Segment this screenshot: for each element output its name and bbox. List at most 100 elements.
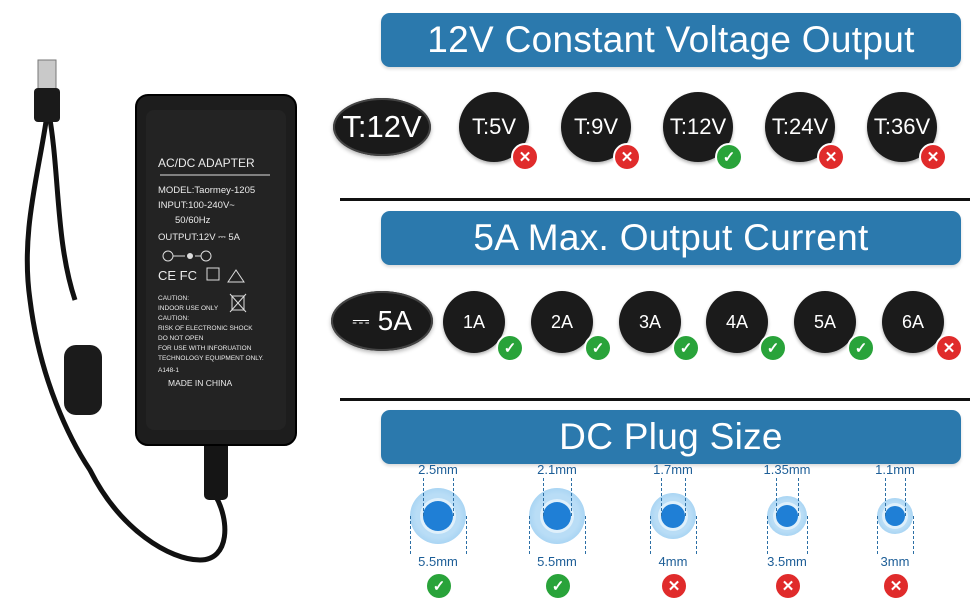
dimension-guide — [423, 478, 424, 516]
dimension-guide — [877, 516, 878, 554]
voltage-option-label: T:24V — [771, 114, 829, 139]
divider-2 — [340, 398, 970, 401]
plug-outer-ring — [877, 498, 913, 534]
dimension-guide — [913, 516, 914, 554]
cert-marks: CE FC — [158, 268, 197, 283]
dimension-guide — [885, 478, 886, 516]
plug-size-option: 2.5mm 5.5mm ✓ — [388, 462, 488, 612]
cross-icon: ✕ — [660, 572, 688, 600]
plug-inner-pin — [776, 505, 798, 527]
current-option-label: 4A — [725, 311, 749, 332]
voltage-option-label: T:5V — [471, 114, 517, 139]
current-banner: 5A Max. Output Current — [381, 211, 961, 265]
plug-outer-diameter: 5.5mm — [418, 554, 458, 569]
voltage-rating-label: T:12V — [342, 109, 422, 144]
cross-icon: ✕ — [919, 143, 947, 171]
plug-outer-ring — [767, 496, 807, 536]
divider-1 — [340, 198, 970, 201]
adapter-label-line: MODEL:Taormey-1205 — [158, 185, 255, 196]
current-option: 5A — [794, 291, 856, 353]
plug-outer-diameter: 3mm — [880, 554, 910, 569]
dimension-guide — [685, 478, 686, 516]
voltage-option-label: T:9V — [573, 114, 619, 139]
adapter-label-line: OUTPUT:12V ⎓ 5A — [158, 232, 241, 243]
current-option-label: 5A — [813, 311, 837, 332]
check-icon: ✓ — [759, 334, 787, 362]
plug-outer-diameter: 4mm — [658, 554, 688, 569]
dimension-guide — [776, 478, 777, 516]
current-option: 4A — [706, 291, 768, 353]
adapter-label-line: A148-1 — [158, 367, 179, 374]
adapter-label-line: 50/60Hz — [175, 215, 211, 226]
check-icon: ✓ — [425, 572, 453, 600]
dc-plug-tip — [37, 59, 57, 93]
plug-inner-pin — [885, 506, 905, 526]
adapter-label-line: CAUTION: — [158, 295, 189, 302]
dimension-guide — [798, 478, 799, 516]
adapter-label-line: RISK OF ELECTRONIC SHOCK — [158, 325, 253, 332]
plug-size-option: 2.1mm 5.5mm ✓ — [507, 462, 607, 612]
current-option-label: 1A — [462, 311, 486, 332]
check-icon: ✓ — [672, 334, 700, 362]
ferrite-core — [64, 345, 102, 415]
adapter-label-line: INPUT:100-240V~ — [158, 200, 235, 211]
dimension-guide — [529, 516, 530, 554]
plug-inner-diameter: 1.7mm — [653, 462, 693, 477]
dimension-guide — [410, 516, 411, 554]
plug-outer-diameter: 3.5mm — [767, 554, 807, 569]
dimension-guide — [767, 516, 768, 554]
plug-outer-ring — [650, 493, 696, 539]
cross-icon: ✕ — [935, 334, 963, 362]
plug-inner-diameter: 1.35mm — [763, 462, 811, 477]
check-icon: ✓ — [847, 334, 875, 362]
dc-symbol-icon: ⎓ — [352, 308, 370, 333]
plug-banner: DC Plug Size — [381, 410, 961, 464]
cross-icon: ✕ — [511, 143, 539, 171]
plug-inner-pin — [423, 501, 453, 531]
dimension-guide — [905, 478, 906, 516]
adapter-label-line: FOR USE WITH INFORUATION — [158, 345, 252, 352]
dimension-guide — [585, 516, 586, 554]
check-icon: ✓ — [496, 334, 524, 362]
dimension-guide — [571, 478, 572, 516]
current-option: 1A — [443, 291, 505, 353]
voltage-option-label: T:36V — [873, 114, 931, 139]
dimension-guide — [650, 516, 651, 554]
dimension-guide — [453, 478, 454, 516]
plug-outer-ring — [410, 488, 466, 544]
current-option: 6A — [882, 291, 944, 353]
adapter-label-line: DO NOT OPEN — [158, 335, 204, 342]
check-icon: ✓ — [584, 334, 612, 362]
power-adapter-image: AC/DC ADAPTER MODEL:Taormey-1205INPUT:100… — [24, 59, 297, 563]
cross-icon: ✕ — [613, 143, 641, 171]
voltage-option-label: T:12V — [669, 114, 727, 139]
current-option-label: 6A — [901, 311, 925, 332]
current-option: 3A — [619, 291, 681, 353]
adapter-label-line: MADE IN CHINA — [168, 378, 233, 388]
plug-outer-diameter: 5.5mm — [537, 554, 577, 569]
dimension-guide — [661, 478, 662, 516]
current-rating-label: 5A — [377, 305, 412, 336]
dimension-guide — [807, 516, 808, 554]
voltage-banner: 12V Constant Voltage Output — [381, 13, 961, 67]
adapter-label-line: CAUTION: — [158, 315, 189, 322]
plug-size-option: 1.7mm 4mm ✕ — [623, 462, 723, 612]
check-icon: ✓ — [544, 572, 572, 600]
adapter-cable — [24, 107, 228, 563]
current-option-label: 2A — [550, 311, 574, 332]
voltage-title: 12V Constant Voltage Output — [427, 19, 915, 60]
check-icon: ✓ — [715, 143, 743, 171]
current-option-label: 3A — [638, 311, 662, 332]
adapter-label-line: TECHNOLOGY EQUIPMENT ONLY. — [158, 355, 264, 362]
adapter-label-line: AC/DC ADAPTER — [158, 156, 255, 170]
dimension-guide — [543, 478, 544, 516]
current-option: 2A — [531, 291, 593, 353]
plug-inner-pin — [543, 502, 571, 530]
cross-icon: ✕ — [817, 143, 845, 171]
adapter-label-line: INDOOR USE ONLY — [158, 305, 219, 312]
current-rating-badge: ⎓ 5A — [331, 291, 433, 351]
plug-inner-diameter: 2.5mm — [418, 462, 458, 477]
plug-inner-diameter: 2.1mm — [537, 462, 577, 477]
